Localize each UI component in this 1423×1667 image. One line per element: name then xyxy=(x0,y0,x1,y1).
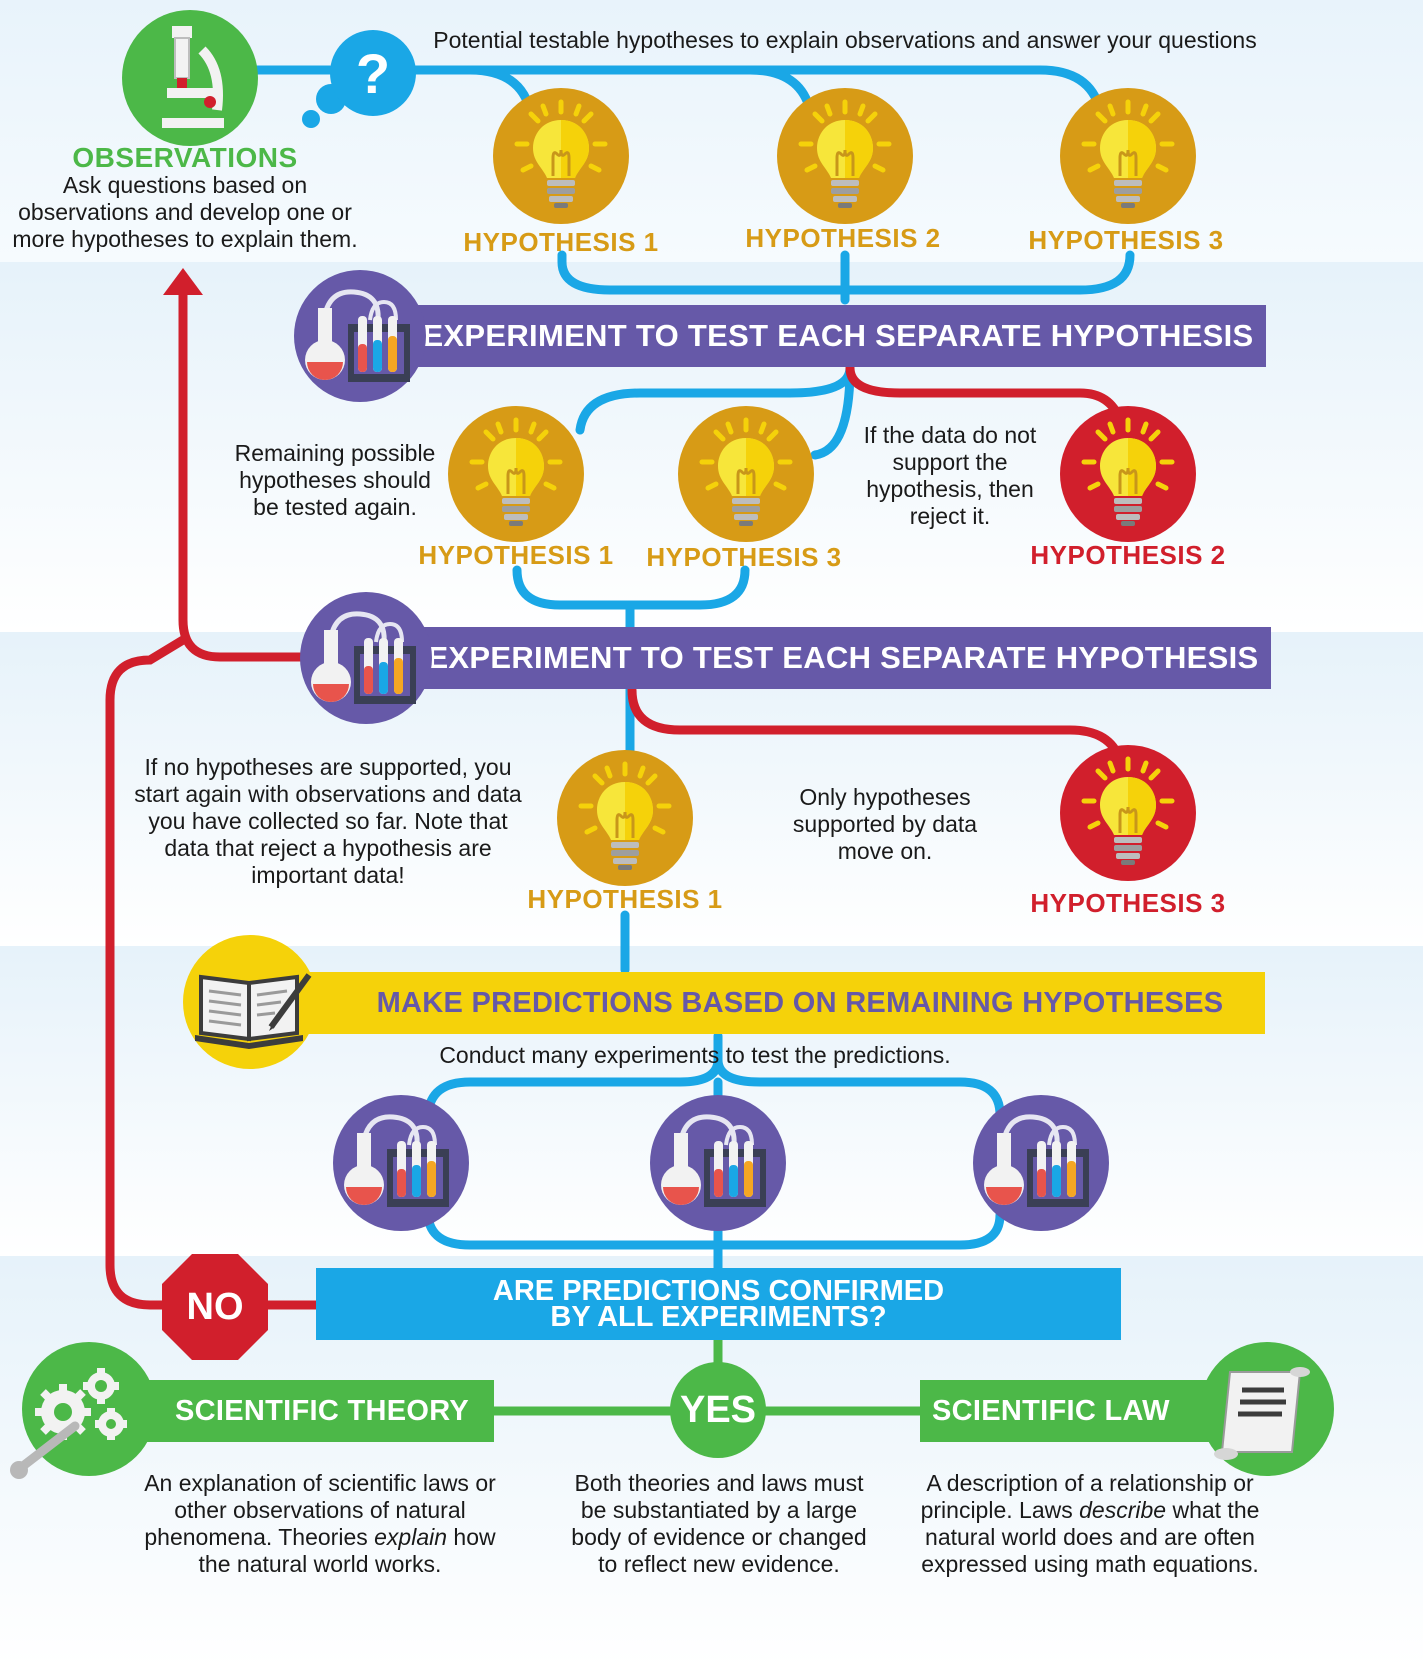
line-reject-h2 xyxy=(845,363,1125,425)
supported-note: Only hypotheses supported by data move o… xyxy=(792,784,978,864)
hypothesis-1-label: HYPOTHESIS 1 xyxy=(463,227,659,257)
top-caption: Potential testable hypotheses to explain… xyxy=(433,27,1257,53)
law-text: A description of a relationship or princ… xyxy=(910,1470,1270,1578)
predictions-caption: Conduct many experiments to test the pre… xyxy=(439,1042,951,1068)
test-tubes-icon xyxy=(984,1114,1089,1207)
confirm-box: ARE PREDICTIONS CONFIRMED BY ALL EXPERIM… xyxy=(316,1268,1121,1340)
row3-hypothesis-1-label: HYPOTHESIS 1 xyxy=(527,884,723,914)
line-bar1-to-h1 xyxy=(575,363,855,435)
test-tubes-icon xyxy=(661,1114,766,1207)
theory-text-part-2: how the natural world works. xyxy=(198,1524,496,1577)
gears-icon xyxy=(10,1368,127,1479)
lightbulb-icon xyxy=(469,417,563,526)
hypothesis-3-label: HYPOTHESIS 3 xyxy=(1028,225,1224,255)
lightbulb-icon xyxy=(514,99,608,208)
law-text-part-1: A description of a relationship or princ… xyxy=(920,1470,1254,1523)
yes-label: YES xyxy=(679,1388,757,1431)
line-pred-split xyxy=(423,1055,723,1120)
predictions-bar: MAKE PREDICTIONS BASED ON REMAINING HYPO… xyxy=(265,972,1265,1034)
remaining-note: Remaining possible hypotheses should be … xyxy=(234,440,436,520)
middle-text: Both theories and laws must be substanti… xyxy=(571,1470,867,1577)
reject-note: If the data do not support the hypothesi… xyxy=(863,422,1037,529)
test-tubes-icon xyxy=(344,1114,449,1207)
line-merge-row2 xyxy=(512,565,750,610)
theory-bar: SCIENTIFIC THEORY xyxy=(140,1380,494,1442)
line-pred-split-right xyxy=(713,1055,1005,1120)
hypothesis-2-label: HYPOTHESIS 2 xyxy=(745,223,941,253)
line-reject-h3 xyxy=(627,685,1125,765)
experiment-bar-2: EXPERIMENT TO TEST EACH SEPARATE HYPOTHE… xyxy=(375,627,1271,689)
lightbulb-icon xyxy=(699,417,793,526)
line-bar1-to-h3 xyxy=(810,363,855,460)
row2-hypothesis-3-label: HYPOTHESIS 3 xyxy=(646,542,842,572)
test-tubes-icon xyxy=(311,611,416,704)
restart-note: If no hypotheses are supported, you star… xyxy=(134,754,522,888)
row2-hypothesis-1-label: HYPOTHESIS 1 xyxy=(418,540,614,570)
observations-title: OBSERVATIONS xyxy=(72,142,298,173)
line-merge-row1 xyxy=(557,250,1135,295)
row2-hypothesis-2-label: HYPOTHESIS 2 xyxy=(1030,540,1226,570)
law-text-emphasis: describe xyxy=(1079,1497,1167,1523)
test-tubes-icon xyxy=(305,289,410,382)
lightbulb-icon xyxy=(1081,756,1175,865)
open-book-icon xyxy=(195,973,312,1049)
lightbulb-icon xyxy=(798,99,892,208)
lightbulb-icon xyxy=(1081,417,1175,526)
stop-sign-icon xyxy=(162,1254,268,1360)
yes-circle: YES xyxy=(670,1362,766,1458)
thought-bubble-small xyxy=(302,110,320,128)
line-return-bar2 xyxy=(178,285,310,662)
law-text-part-2: what the natural world does and are ofte… xyxy=(921,1497,1260,1577)
lightbulb-icon xyxy=(1081,99,1175,208)
observations-text: Ask questions based on observations and … xyxy=(12,172,358,252)
question-bubble: ? xyxy=(330,30,416,116)
theory-text: An explanation of scientific laws or oth… xyxy=(140,1470,500,1578)
confirm-line-2: BY ALL EXPERIMENTS? xyxy=(550,1301,887,1333)
theory-text-emphasis: explain xyxy=(374,1524,448,1550)
return-arrow-head xyxy=(163,268,203,295)
no-label: NO xyxy=(186,1285,244,1328)
question-mark: ? xyxy=(355,41,391,105)
lightbulb-icon xyxy=(578,761,672,870)
law-bar: SCIENTIFIC LAW xyxy=(920,1380,1220,1442)
experiment-bar-1: EXPERIMENT TO TEST EACH SEPARATE HYPOTHE… xyxy=(370,305,1266,367)
row3-hypothesis-3-label: HYPOTHESIS 3 xyxy=(1030,888,1226,918)
line-return-no xyxy=(105,635,188,1310)
theory-text-part-1: An explanation of scientific laws or oth… xyxy=(144,1470,496,1550)
scroll-icon xyxy=(1214,1367,1310,1460)
confirm-line-1: ARE PREDICTIONS CONFIRMED xyxy=(492,1275,945,1307)
microscope-icon xyxy=(162,26,224,128)
